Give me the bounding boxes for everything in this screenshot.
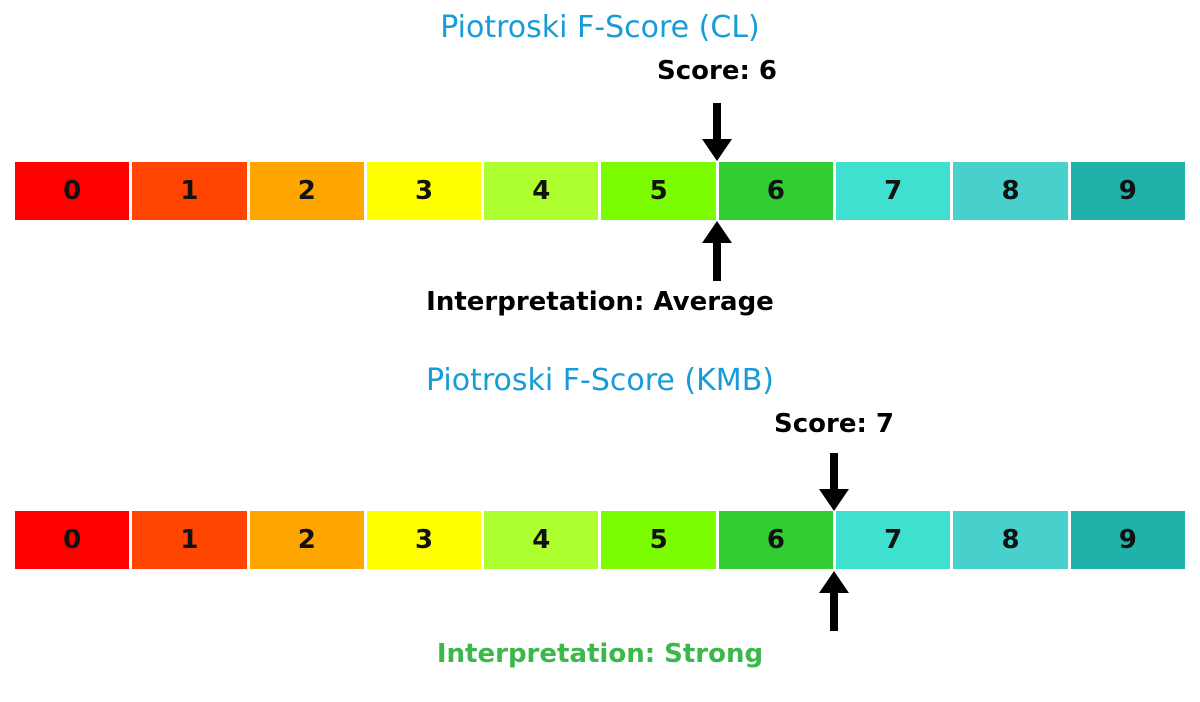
score-scale-bar: 0 1 2 3 4 5 6 7 8 9 <box>15 511 1185 569</box>
chart-title: Piotroski F-Score (KMB) <box>426 363 774 398</box>
scale-segment-label: 4 <box>532 176 551 206</box>
scale-segment-label: 1 <box>180 525 199 555</box>
arrow-shaft <box>713 243 721 281</box>
scale-segment-1: 1 <box>132 511 247 569</box>
scale-segment-label: 0 <box>63 176 82 206</box>
scale-segment-label: 0 <box>63 525 82 555</box>
scale-segment-label: 5 <box>649 525 668 555</box>
arrow-head <box>702 221 732 243</box>
score-scale-bar: 0 1 2 3 4 5 6 7 8 9 <box>15 162 1185 220</box>
scale-segment-label: 6 <box>766 525 785 555</box>
scale-segment-7: 7 <box>836 511 951 569</box>
scale-segment-4: 4 <box>484 511 599 569</box>
score-label: Score: 6 <box>657 56 777 86</box>
scale-segment-2: 2 <box>249 511 364 569</box>
scale-segment-label: 9 <box>1118 525 1137 555</box>
scale-segment-0: 0 <box>15 511 130 569</box>
arrow-shaft <box>830 593 838 631</box>
scale-segment-label: 3 <box>414 525 434 555</box>
scale-segment-label: 2 <box>297 525 316 555</box>
arrow-head <box>702 139 732 161</box>
scale-segment-label: 2 <box>297 176 316 206</box>
score-label: Score: 7 <box>774 409 894 439</box>
scale-segment-4: 4 <box>484 162 599 220</box>
arrow-shaft <box>713 103 721 139</box>
scale-segment-6: 6 <box>718 162 834 220</box>
arrow-head <box>819 489 849 511</box>
scale-segment-1: 1 <box>132 162 247 220</box>
scale-segment-label: 4 <box>532 525 551 555</box>
scale-segment-3: 3 <box>366 162 482 220</box>
scale-segment-6: 6 <box>718 511 834 569</box>
scale-segment-label: 8 <box>1001 176 1020 206</box>
scale-segment-8: 8 <box>953 162 1068 220</box>
scale-segment-2: 2 <box>249 162 364 220</box>
score-marker-arrow-down-icon <box>702 103 732 161</box>
scale-segment-label: 9 <box>1118 176 1137 206</box>
interpretation-label: Interpretation: Strong <box>436 639 764 669</box>
arrow-shaft <box>830 453 838 489</box>
interpretation-label: Interpretation: Average <box>426 287 774 317</box>
scale-segment-8: 8 <box>953 511 1068 569</box>
arrow-head <box>819 571 849 593</box>
scale-segment-label: 3 <box>414 176 434 206</box>
scale-segment-5: 5 <box>601 162 716 220</box>
score-marker-arrow-up-icon <box>819 571 849 631</box>
score-marker-arrow-up-icon <box>702 221 732 281</box>
scale-segment-3: 3 <box>366 511 482 569</box>
scale-segment-label: 8 <box>1001 525 1020 555</box>
scale-segment-9: 9 <box>1070 511 1185 569</box>
scale-segment-label: 5 <box>649 176 668 206</box>
scale-segment-label: 1 <box>180 176 199 206</box>
scale-segment-9: 9 <box>1070 162 1185 220</box>
scale-segment-label: 7 <box>884 525 903 555</box>
scale-segment-label: 6 <box>766 176 785 206</box>
scale-segment-label: 7 <box>884 176 903 206</box>
scale-segment-7: 7 <box>836 162 951 220</box>
scale-segment-0: 0 <box>15 162 130 220</box>
scale-segment-5: 5 <box>601 511 716 569</box>
chart-title: Piotroski F-Score (CL) <box>440 10 760 45</box>
score-marker-arrow-down-icon <box>819 453 849 511</box>
